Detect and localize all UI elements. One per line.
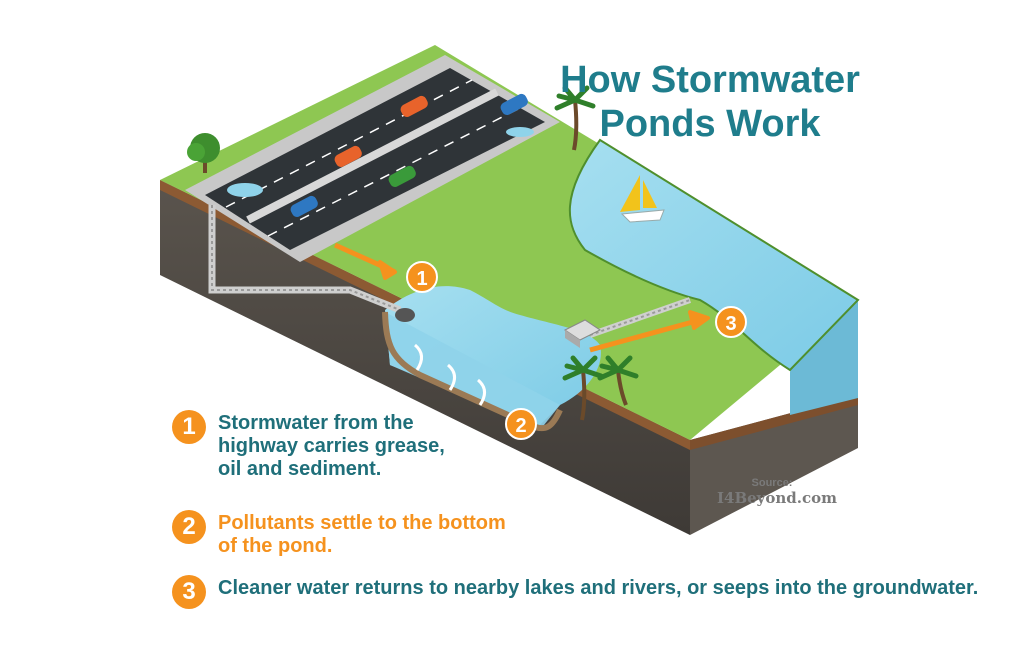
pond-water <box>385 286 601 425</box>
step-description: Cleaner water returns to nearby lakes an… <box>218 577 978 600</box>
step-number-badge: 2 <box>172 510 206 544</box>
step-text-line: Pollutants settle to the bottom <box>218 512 506 534</box>
outflow-pipe <box>589 297 691 338</box>
car-icon <box>500 93 528 115</box>
road-puddle <box>227 183 263 197</box>
palm-tree-icon <box>554 85 596 151</box>
step-1: 1 Stormwater from the highway carries gr… <box>172 410 445 481</box>
settling-arrow <box>446 363 456 391</box>
highway-median <box>246 88 499 224</box>
car-icon <box>334 145 362 167</box>
step-text-line: of the pond. <box>218 535 333 557</box>
palm-tree-icon <box>597 355 639 406</box>
storm-pipe-dash <box>211 205 401 311</box>
source-label: Source: <box>751 477 793 489</box>
road-puddle <box>506 127 534 137</box>
tree-icon <box>187 133 220 173</box>
step-text-line: Stormwater from the <box>218 412 414 434</box>
step-text-line: Cleaner water returns to nearby lakes an… <box>218 577 979 599</box>
diagram-marker-3: 3 <box>715 306 747 338</box>
source-credit: Source: I4Beyond.com <box>717 477 838 507</box>
car-icon <box>290 195 318 217</box>
diagram-marker-2: 2 <box>505 408 537 440</box>
marker-number: 3 <box>725 313 736 335</box>
arrow-icon <box>589 310 710 353</box>
marker-number: 2 <box>515 415 526 437</box>
sailboat-icon <box>620 175 665 223</box>
arrow-icon <box>333 242 397 280</box>
drain-grate-icon <box>564 319 601 348</box>
pond-bottom-sediment <box>382 311 563 432</box>
step-description: Pollutants settle to the bottom of the p… <box>218 512 506 558</box>
step-2: 2 Pollutants settle to the bottom of the… <box>172 510 506 558</box>
settling-arrow <box>413 343 423 371</box>
lake-water <box>568 138 860 372</box>
title-line: How Stormwater <box>560 59 860 101</box>
palm-tree-icon <box>562 355 604 421</box>
car-icon <box>388 165 416 187</box>
step-number-badge: 1 <box>172 410 206 444</box>
title-line: Ponds Work <box>599 103 821 145</box>
pond-cross-section <box>385 312 560 430</box>
pipe-outlet <box>395 308 415 322</box>
topsoil-band-right <box>690 395 858 450</box>
step-description: Stormwater from the highway carries grea… <box>218 412 445 481</box>
page-title: How Stormwater Ponds Work <box>560 58 860 146</box>
step-3: 3 Cleaner water returns to nearby lakes … <box>172 575 978 609</box>
lane-line-2 <box>267 107 521 237</box>
diagram-marker-1: 1 <box>406 261 438 293</box>
step-text-line: oil and sediment. <box>218 458 382 480</box>
source-url: I4Beyond.com <box>717 489 838 507</box>
step-number-badge: 3 <box>172 575 206 609</box>
step-text-line: highway carries grease, <box>218 435 445 457</box>
marker-number: 1 <box>416 268 427 290</box>
car-icon <box>400 95 428 117</box>
settling-arrow <box>476 378 486 406</box>
